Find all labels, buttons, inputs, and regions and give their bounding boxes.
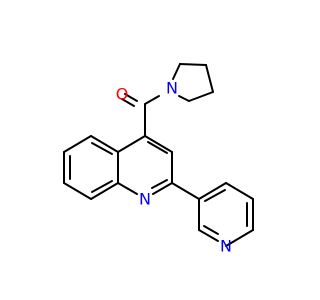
molecule-structure-diagram: O N N N — [0, 0, 300, 300]
biaryl-bond — [171, 182, 200, 200]
quinoline-c4-c3-bond — [144, 135, 173, 153]
bond-layer — [63, 63, 254, 247]
pyridine-bond-2 — [225, 182, 254, 200]
carbonyl-oxygen-label: O — [116, 85, 129, 104]
benzene-bond-1-inner — [91, 142, 113, 155]
carbonyl-double-bond-outer — [121, 98, 135, 107]
pyridine-bond-4 — [225, 229, 254, 247]
pyridine-bond-5-inner — [203, 225, 219, 235]
quinoline-c2-n-inner — [151, 179, 168, 189]
carbonyl-double-bond-inner — [124, 93, 138, 102]
pyridine-nitrogen-label: N — [220, 237, 232, 256]
quinoline-n-c8a-bond — [117, 182, 138, 195]
pyrrolidine-bond-5 — [172, 63, 181, 80]
benzene-bond-1 — [90, 135, 119, 153]
quinoline-c2-n-bond — [152, 182, 173, 195]
quinoline-c4-c4a-bond — [117, 135, 146, 153]
pyridine-bond-5 — [198, 229, 219, 242]
quinoline-c3-c4-inner — [147, 141, 168, 154]
pyrrolidine-bond-2 — [188, 91, 214, 102]
pyrrolidine-bond-1 — [178, 95, 190, 102]
atom-label-layer: O N N N — [116, 79, 232, 256]
benzene-bond-5 — [90, 182, 119, 200]
benzene-bond-2 — [63, 135, 92, 153]
background — [0, 0, 300, 300]
pyrrolidine-nitrogen-label: N — [166, 79, 178, 98]
quinoline-nitrogen-label: N — [139, 190, 151, 209]
pyrrolidine-bond-4 — [179, 63, 207, 66]
amide-bond — [144, 95, 160, 105]
pyridine-bond-1 — [198, 182, 227, 200]
pyridine-bond-1-inner — [204, 189, 226, 202]
benzene-bond-5-inner — [91, 180, 113, 193]
pyrrolidine-bond-3 — [205, 64, 214, 93]
benzene-bond-4 — [63, 182, 92, 200]
